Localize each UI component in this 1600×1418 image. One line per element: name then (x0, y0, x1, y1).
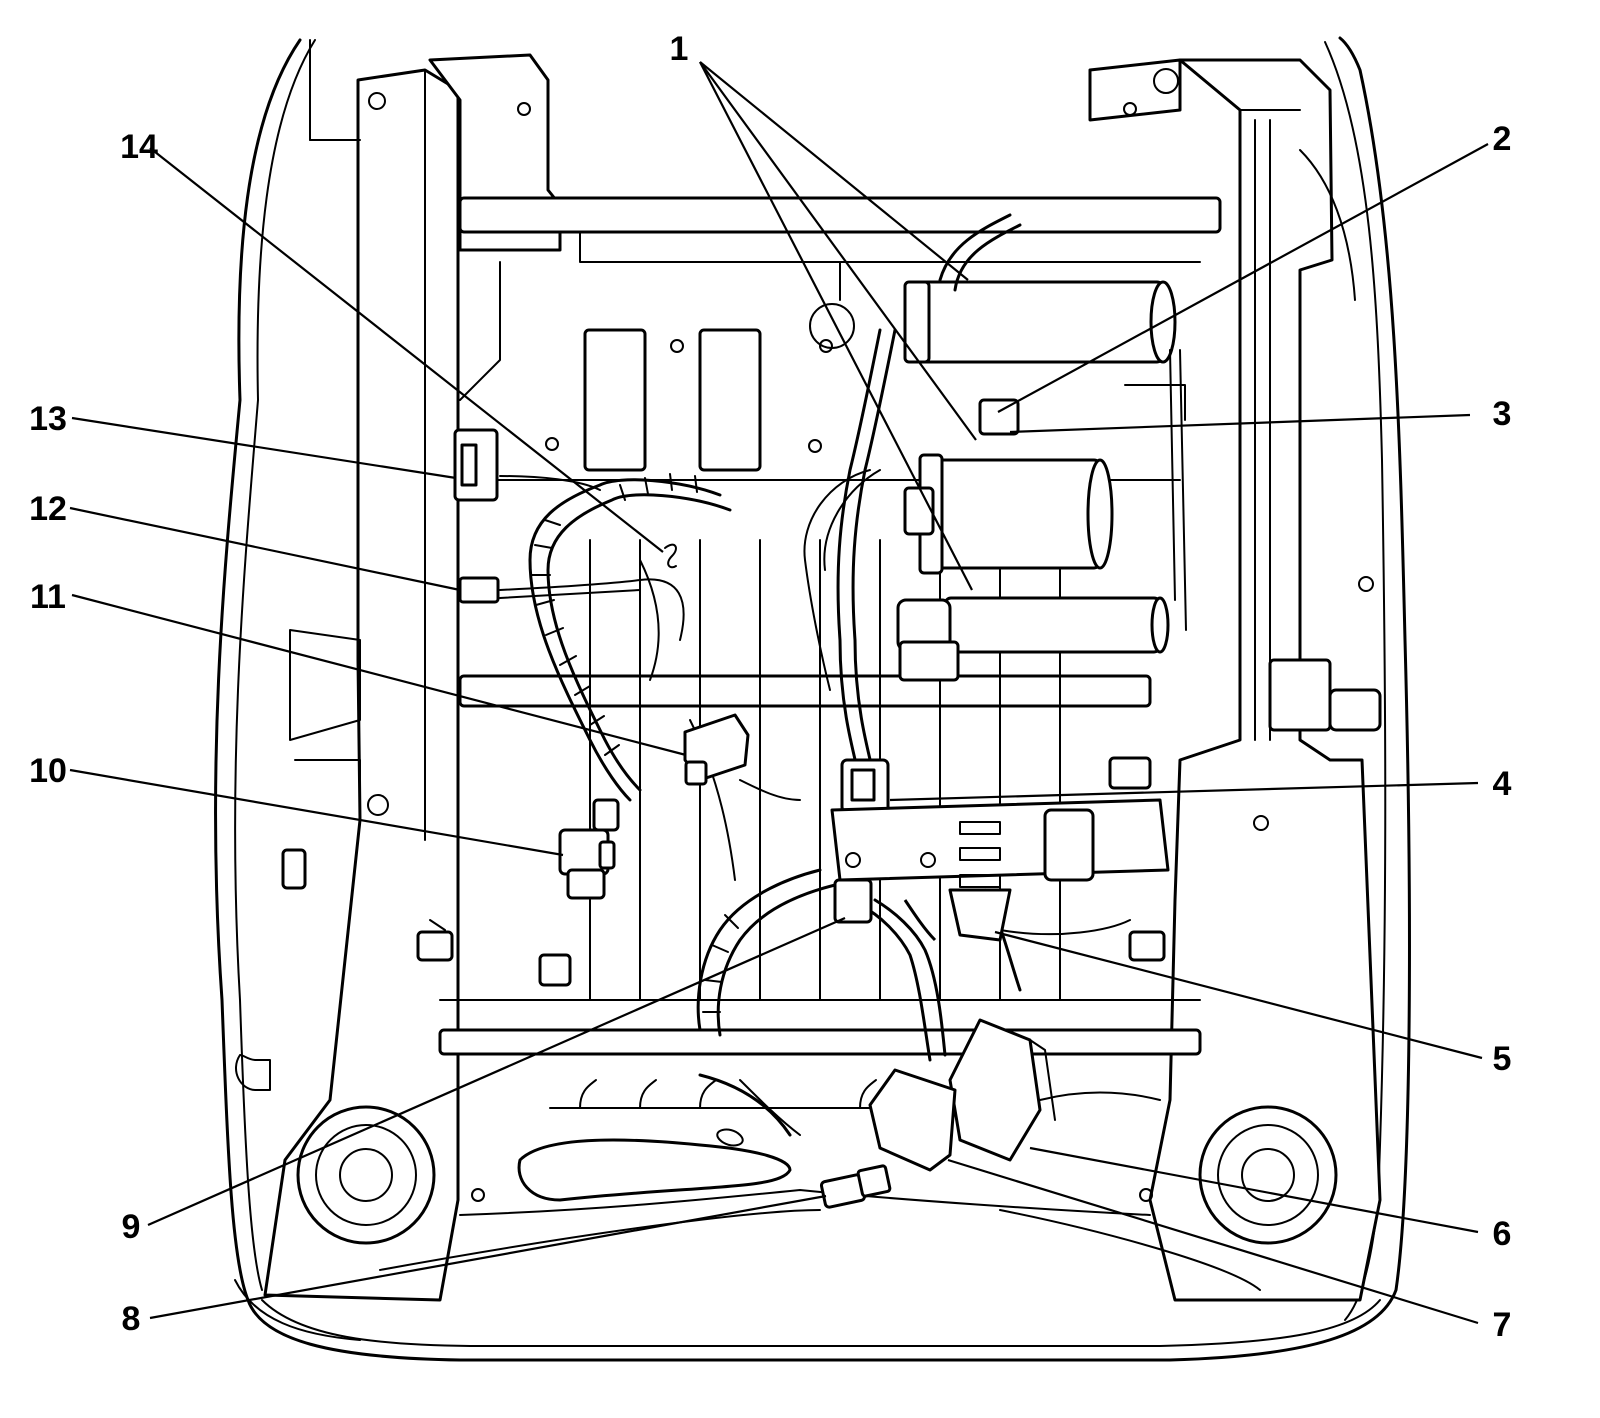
callout-9: 9 (122, 1208, 141, 1246)
callout-14: 14 (120, 128, 158, 166)
connector-6 (948, 1018, 1056, 1162)
right-side-rail (1088, 58, 1382, 1302)
right-pivot (1198, 1105, 1338, 1245)
connector-10 (558, 798, 620, 900)
wire-clip-14 (664, 543, 677, 569)
connector-11 (683, 713, 750, 786)
connector-7 (868, 1068, 957, 1172)
connector-4 (840, 758, 890, 814)
connector-5 (903, 888, 1012, 942)
seat-motor-upper (903, 280, 1177, 364)
motor-drive-cable (1169, 349, 1176, 601)
callout-5: 5 (1493, 1040, 1512, 1078)
callout-3: 3 (1493, 395, 1512, 433)
left-pivot (296, 1105, 436, 1245)
callout-13: 13 (29, 400, 67, 438)
callout-4: 4 (1493, 765, 1512, 803)
seat-cushion-outline (214, 36, 1411, 1362)
connector-8 (819, 1164, 892, 1209)
callout-11: 11 (30, 578, 66, 616)
callout-6: 6 (1493, 1215, 1512, 1253)
wire-tie-mount (235, 756, 1166, 1091)
module-bracket (830, 798, 1170, 888)
callout-10: 10 (29, 752, 67, 790)
callout-leader-lines (69, 61, 1489, 1325)
motor-drive-cable-2 (1179, 349, 1187, 631)
callout-8: 8 (122, 1300, 141, 1338)
callout-7: 7 (1493, 1306, 1512, 1344)
seat-motor-lower (896, 596, 1170, 654)
connector-12 (458, 576, 500, 604)
seat-motor-middle (918, 453, 1114, 575)
connector-13 (453, 428, 499, 502)
callout-12: 12 (29, 490, 67, 528)
callout-1: 1 (670, 30, 689, 68)
callout-2: 2 (1493, 120, 1512, 158)
connector-9 (833, 878, 873, 924)
motor-bracket (1124, 384, 1186, 421)
callout-labels: 1 2 3 4 5 6 7 8 9 10 11 12 13 14 (29, 30, 1511, 1344)
